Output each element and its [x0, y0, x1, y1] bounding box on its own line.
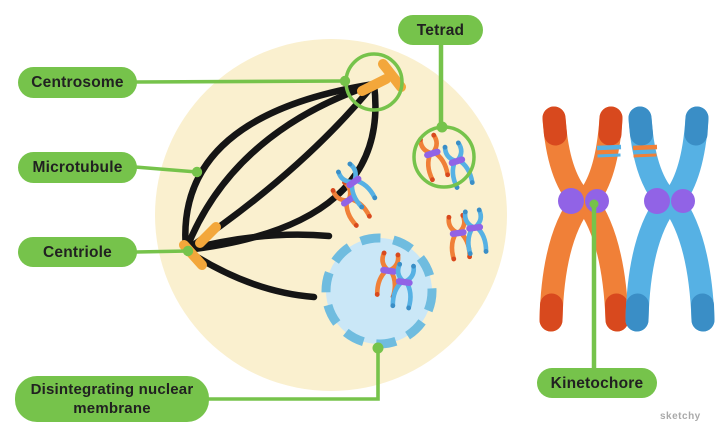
label-kinetochore: Kinetochore: [537, 368, 657, 398]
label-microtubule: Microtubule: [18, 152, 137, 183]
label-tetrad: Tetrad: [398, 15, 483, 45]
microtubule-leader: [133, 165, 199, 174]
label-centriole: Centriole: [18, 237, 137, 267]
leader-lines: [133, 41, 599, 401]
nuclear-membrane-leader: [207, 348, 380, 401]
label-disintegrating-nuclear-membrane: Disintegrating nuclear membrane: [15, 376, 209, 422]
crossover-stripes-orange: [632, 144, 658, 158]
large-chromosome-orange: [539, 106, 629, 332]
label-centrosome: Centrosome: [18, 67, 137, 98]
centrosome-leader: [134, 79, 347, 84]
centriole-leader: [134, 249, 190, 254]
kinetochores: [558, 188, 695, 214]
large-chromosome-blue: [625, 106, 715, 332]
watermark: sketchy: [660, 411, 701, 422]
crossover-stripes-blue: [596, 144, 622, 158]
